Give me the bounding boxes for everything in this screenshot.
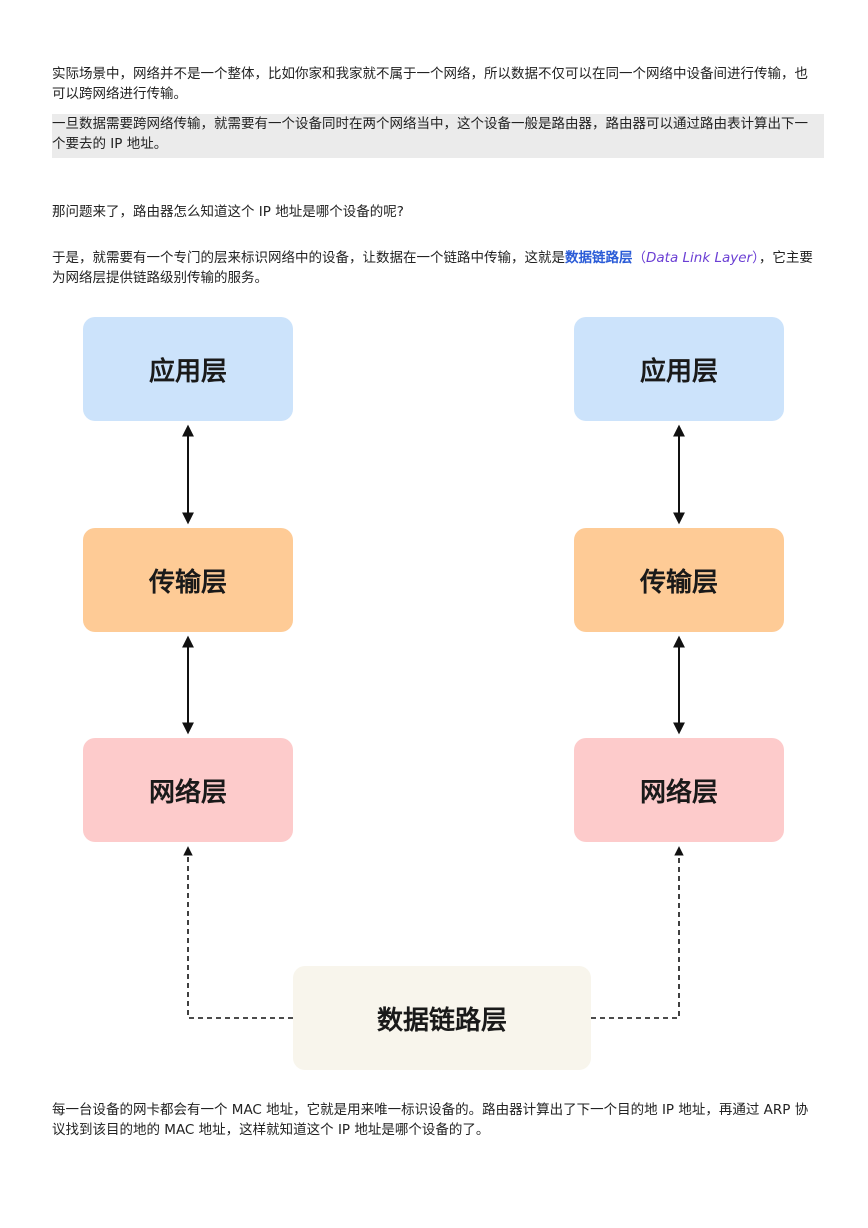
datalink-term: 数据链路层 <box>565 250 633 266</box>
paragraph-question: 那问题来了，路由器怎么知道这个 IP 地址是哪个设备的呢? <box>52 204 404 220</box>
p4-text-before: 于是，就需要有一个专门的层来标识网络中的设备，让数据在一个链路中传输，这就是 <box>52 250 565 266</box>
datalink-english-term: Data Link Layer <box>646 250 753 266</box>
open-paren: （ <box>632 250 647 266</box>
right-app-layer-box: 应用层 <box>574 317 784 421</box>
highlight-bar <box>52 114 824 158</box>
left-network-layer-box: 网络层 <box>83 738 293 842</box>
paragraph-intro: 实际场景中，网络并不是一个整体，比如你家和我家就不属于一个网络，所以数据不仅可以… <box>52 66 808 102</box>
datalink-to-left-network-dashed-arrow <box>183 846 293 1019</box>
left-app-layer-box: 应用层 <box>83 317 293 421</box>
paragraph-datalink: 于是，就需要有一个专门的层来标识网络中的设备，让数据在一个链路中传输，这就是数据… <box>52 248 816 288</box>
datalink-layer-box: 数据链路层 <box>293 966 591 1070</box>
paragraph-mac: 每一台设备的网卡都会有一个 MAC 地址，它就是用来唯一标识设备的。路由器计算出… <box>52 1102 809 1138</box>
right-transport-layer-box: 传输层 <box>574 528 784 632</box>
p4-text-after: ，它主要为网络层提供链路级别传输的服务。 <box>52 250 813 286</box>
paragraph-router: 一旦数据需要跨网络传输，就需要有一个设备同时在两个网络当中，这个设备一般是路由器… <box>52 116 808 152</box>
left-transport-layer-box: 传输层 <box>83 528 293 632</box>
close-paren: ） <box>752 250 759 266</box>
datalink-to-right-network-dashed-arrow <box>591 846 684 1019</box>
right-network-layer-box: 网络层 <box>574 738 784 842</box>
